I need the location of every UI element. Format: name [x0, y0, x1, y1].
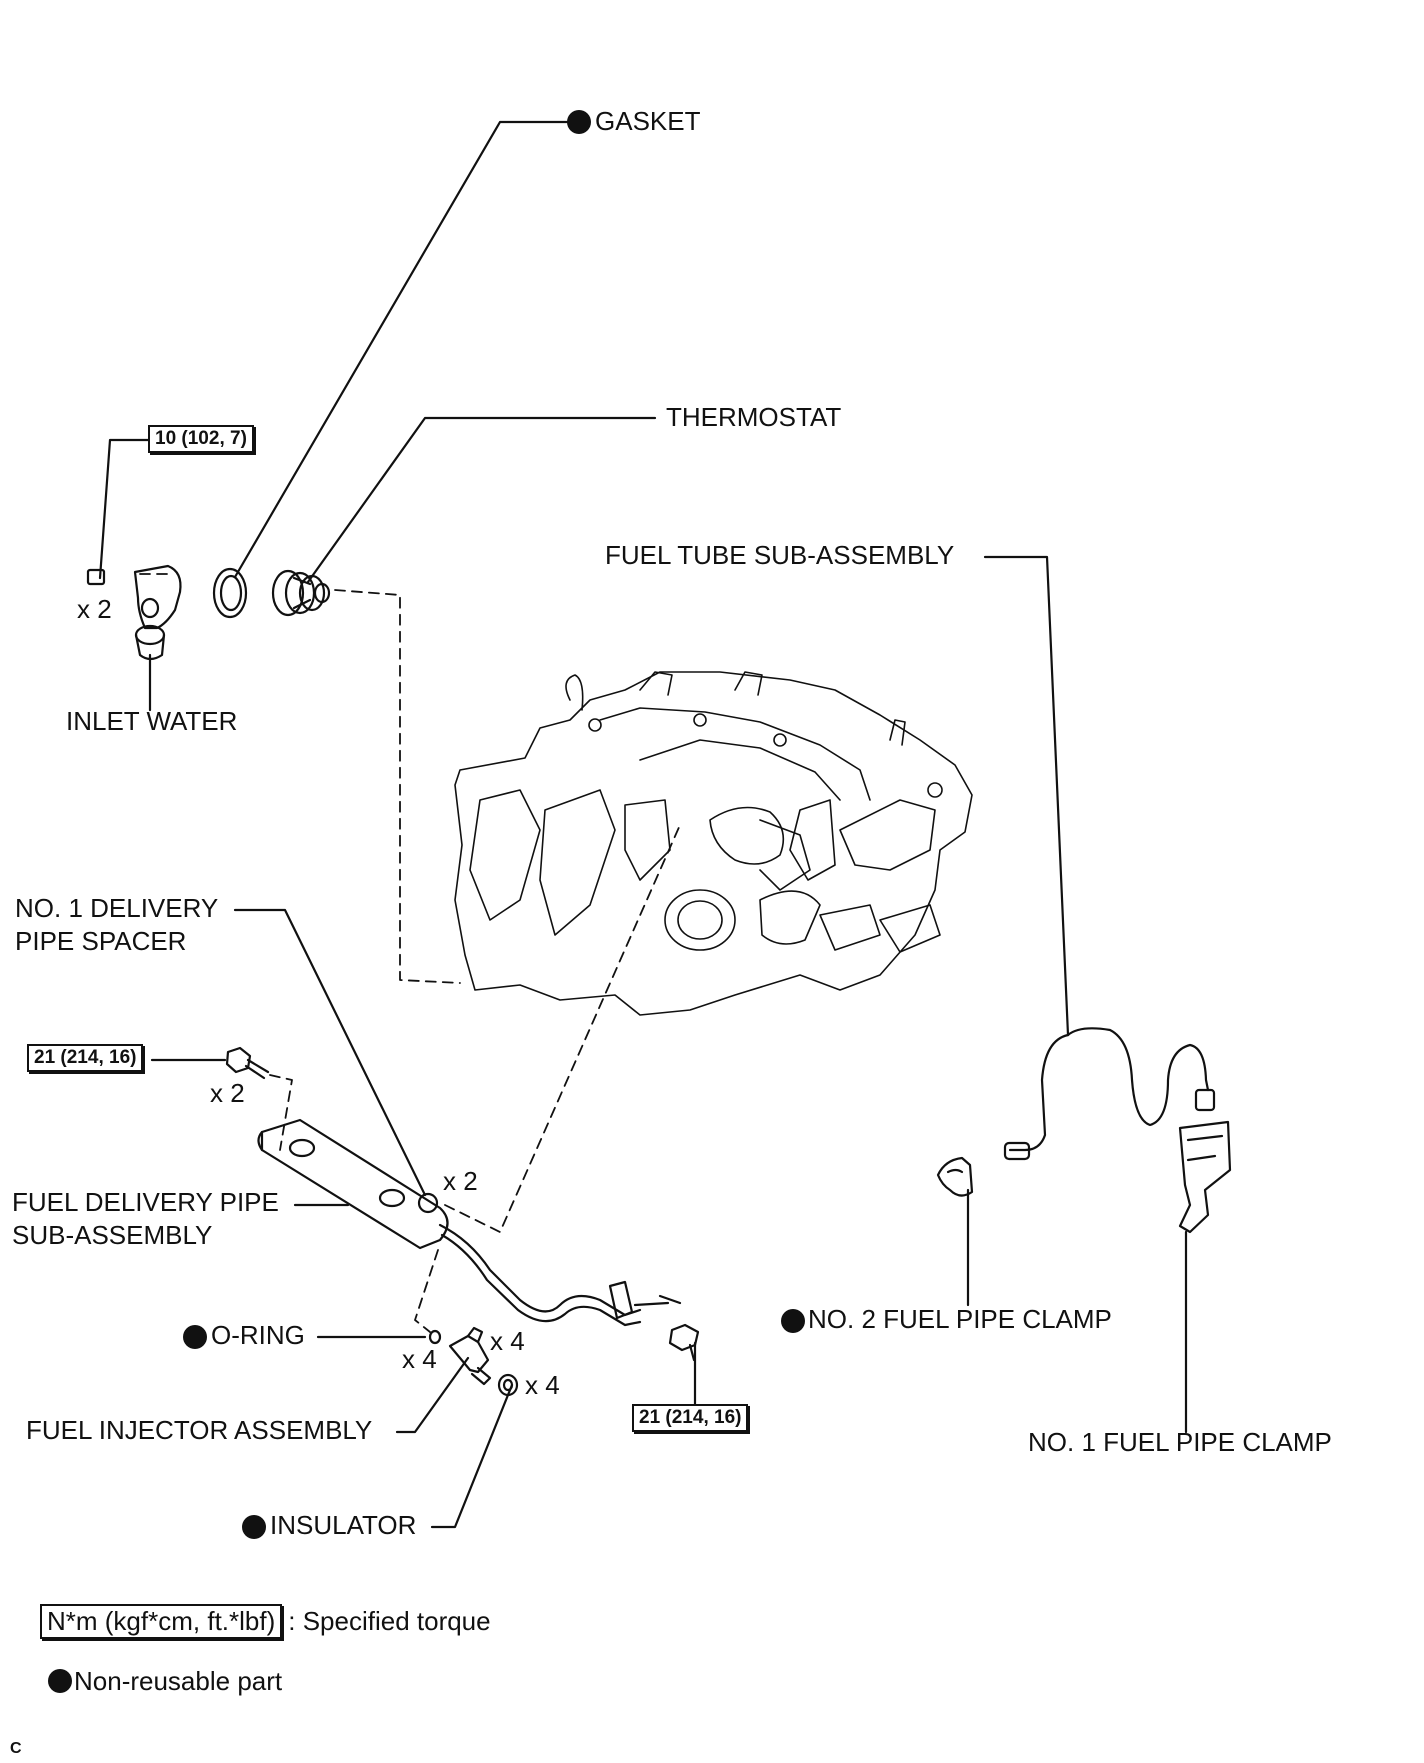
fuel-tube-leader — [983, 555, 1070, 1037]
inlet-water-label: INLET WATER — [66, 706, 238, 736]
fuel-delivery-pipe-part — [257, 1118, 682, 1327]
no1-clamp-part — [1178, 1120, 1232, 1234]
leader-lines — [98, 120, 1188, 1529]
gasket-part — [212, 567, 248, 619]
inlet-nut-quantity: x 2 — [77, 594, 112, 624]
delivery-bolt-part — [225, 1046, 270, 1080]
no2-clamp-part — [936, 1156, 974, 1197]
legend-torque-text: : Specified torque — [288, 1606, 491, 1636]
legend-nonreusable-text: Non-reusable part — [74, 1666, 283, 1696]
assembly-lines — [139, 573, 681, 1333]
gasket-label: GASKET — [595, 106, 701, 136]
legend-torque: N*m (kgf*cm, ft.*lbf): Specified torque — [40, 1604, 491, 1639]
fuel-delivery-line1: FUEL DELIVERY PIPE — [12, 1187, 279, 1217]
spacer-quantity: x 2 — [443, 1166, 478, 1196]
delivery-bolt-quantity: x 2 — [210, 1078, 245, 1108]
fuel-tube-label: FUEL TUBE SUB-ASSEMBLY — [605, 540, 955, 570]
image-code: C — [10, 1740, 22, 1757]
delivery-spacer-line2: PIPE SPACER — [15, 925, 187, 956]
fuel-delivery-line2: SUB-ASSEMBLY — [12, 1219, 213, 1250]
delivery-spacer-label: NO. 1 DELIVERY PIPE SPACER — [15, 892, 218, 957]
nonreusable-markers — [183, 110, 805, 1539]
inlet-torque-leader — [98, 438, 150, 580]
o-ring-quantity: x 4 — [402, 1344, 437, 1374]
fuel-injector-label: FUEL INJECTOR ASSEMBLY — [26, 1415, 373, 1445]
fuel-pipe-bolt-torque: 21 (214, 16) — [632, 1404, 749, 1432]
inlet-water-torque: 10 (102, 7) — [148, 425, 254, 453]
legend-torque-format: N*m (kgf*cm, ft.*lbf) — [40, 1604, 283, 1639]
insulator-leader — [430, 1383, 514, 1529]
legend-nonreusable: Non-reusable part — [48, 1666, 282, 1697]
inlet-water-part — [86, 564, 182, 661]
injector-leader — [395, 1356, 470, 1434]
insulator-label: INSULATOR — [270, 1510, 417, 1540]
o-ring-label: O-RING — [211, 1320, 305, 1350]
delivery-spacer-line1: NO. 1 DELIVERY — [15, 893, 219, 923]
thermostat-part — [271, 569, 331, 617]
nonreusable-dot-icon — [48, 1669, 72, 1693]
no1-clamp-label: NO. 1 FUEL PIPE CLAMP — [1028, 1427, 1332, 1457]
fuel-tube-part — [1003, 1027, 1216, 1161]
insulator-dot — [242, 1515, 266, 1539]
spacer-leader — [233, 908, 427, 1197]
insulator-quantity: x 4 — [525, 1370, 560, 1400]
injector-quantity: x 4 — [490, 1326, 525, 1356]
thermostat-leader — [306, 416, 657, 584]
gasket-leader — [233, 120, 570, 579]
fuel-delivery-pipe-label: FUEL DELIVERY PIPE SUB-ASSEMBLY — [12, 1186, 279, 1251]
delivery-pipe-torque: 21 (214, 16) — [27, 1044, 144, 1072]
no2-clamp-dot — [781, 1309, 805, 1333]
thermostat-label: THERMOSTAT — [666, 402, 842, 432]
gasket-dot — [567, 110, 591, 134]
no2-clamp-label: NO. 2 FUEL PIPE CLAMP — [808, 1304, 1112, 1334]
o-ring-dot — [183, 1325, 207, 1349]
engine-block — [454, 671, 973, 1016]
injector-parts — [428, 1323, 700, 1397]
